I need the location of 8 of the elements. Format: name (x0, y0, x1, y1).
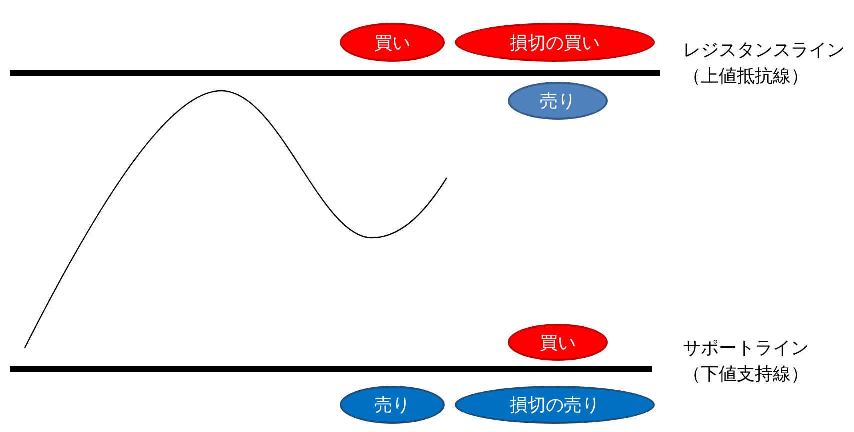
line-label: レジスタンスライン（上値抵抗線） (683, 39, 846, 89)
signal-ellipse: 売り (340, 386, 445, 424)
signal-ellipse: 損切の売り (455, 386, 655, 424)
signal-ellipse: 売り (508, 82, 608, 120)
signal-ellipse: 買い (340, 23, 445, 62)
signal-ellipse: 損切の買い (455, 23, 655, 62)
line-label: サポートライン（下値支持線） (683, 337, 810, 387)
signal-ellipse: 買い (508, 324, 608, 361)
